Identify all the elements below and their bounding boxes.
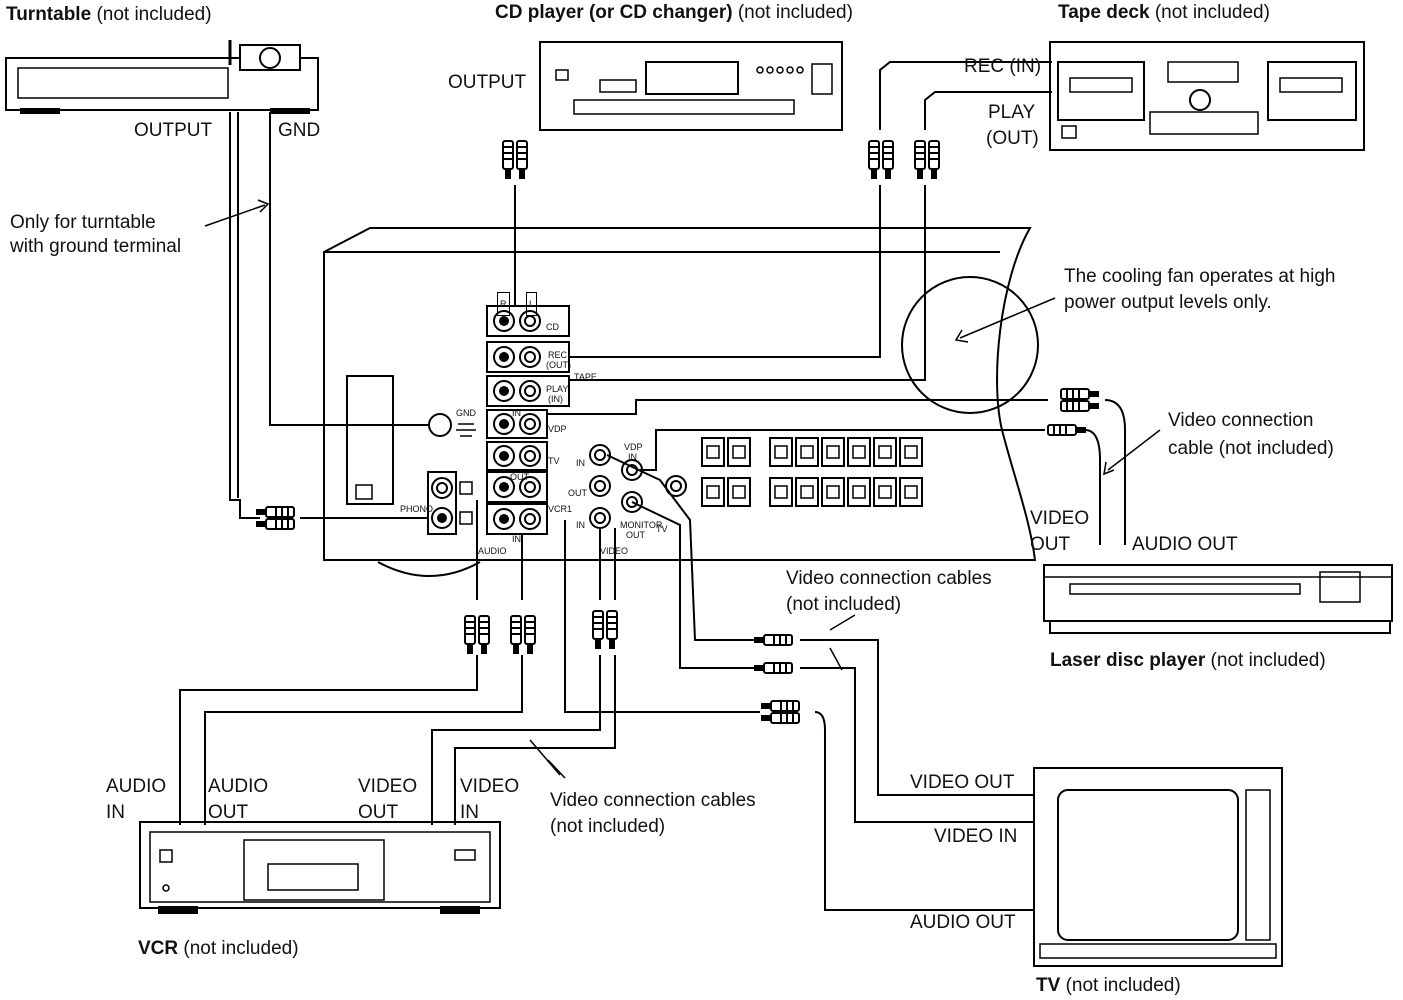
panel-tv2-label: TV: [656, 524, 668, 534]
vcr-video-out-label-2: OUT: [358, 802, 399, 823]
turntable-name: Turntable: [6, 4, 92, 25]
turntable-output-label: OUTPUT: [134, 120, 213, 141]
panel-video-out-label: OUT: [568, 488, 587, 498]
vcr-audio-in-label-2: IN: [106, 802, 125, 823]
fan-note-line2: power output levels only.: [1064, 292, 1272, 313]
vcr-audio-out-label-1: AUDIO: [208, 776, 269, 797]
panel-video-in2-label: IN: [576, 520, 585, 530]
panel-cd-label: CD: [546, 322, 559, 332]
panel-in-label: IN: [512, 408, 521, 418]
tape-play-label: PLAY: [988, 102, 1036, 123]
panel-monitor-label-2: OUT: [626, 530, 645, 540]
panel-vdp-in-label-1: VDP: [624, 442, 643, 452]
cd-player-name: CD player (or CD changer): [495, 2, 733, 23]
cd-player-device: [539, 41, 843, 131]
laser-disc-device: [1043, 564, 1393, 634]
panel-vdp-in-label-2: IN: [628, 452, 637, 462]
vcr-cables-note-line2: (not included): [550, 816, 666, 837]
tv-name: TV: [1036, 975, 1061, 996]
panel-rec-label: REC: [548, 350, 568, 360]
laser-disc-title: Laser disc player (not included): [1050, 650, 1326, 672]
ground-note-line2: with ground terminal: [10, 236, 182, 257]
vcr-cables-note-line1: Video connection cables: [550, 790, 756, 811]
fan-note-line1: The cooling fan operates at high: [1064, 266, 1336, 287]
vcr-title: VCR (not included): [138, 938, 299, 960]
tape-deck-device: [1049, 41, 1365, 151]
ground-note-line1: Only for turntable: [10, 212, 156, 233]
turntable-gnd-label: GND: [278, 120, 321, 141]
panel-gnd-label: GND: [456, 408, 476, 418]
panel-monitor-label-1: MONITOR: [620, 520, 663, 530]
tape-rec-in-label: REC (IN): [964, 56, 1042, 77]
tape-deck-note: (not included): [1154, 2, 1270, 23]
cd-player-title: CD player (or CD changer) (not included): [495, 2, 853, 24]
laser-disc-name: Laser disc player: [1050, 650, 1206, 671]
turntable-note: (not included): [96, 4, 212, 25]
tv-video-in-label: VIDEO IN: [934, 826, 1018, 847]
ld-video-label: VIDEO: [1030, 508, 1090, 529]
tv-note: (not included): [1065, 975, 1181, 996]
tv-title: TV (not included): [1036, 975, 1181, 997]
panel-video-in-label: IN: [576, 458, 585, 468]
tv-cables-note-line1: Video connection cables: [786, 568, 992, 589]
vcr-name: VCR: [138, 938, 179, 959]
ld-audio-out-label: AUDIO OUT: [1132, 534, 1238, 555]
receiver-unit: [323, 227, 1039, 577]
vcr-video-in-label-1: VIDEO: [460, 776, 520, 797]
panel-rec-out-label: (OUT): [546, 360, 571, 370]
ld-cable-note-line2: cable (not included): [1168, 438, 1334, 459]
pointer-lines: [204, 199, 1161, 779]
panel-video-label: VIDEO: [600, 546, 629, 556]
vcr-device: [139, 821, 501, 914]
tv-audio-out-label: AUDIO OUT: [910, 912, 1016, 933]
laser-disc-note: (not included): [1210, 650, 1326, 671]
panel-audio-label: AUDIO: [478, 546, 507, 556]
panel-l-label: L: [526, 292, 538, 316]
panel-phono-label: PHONO: [400, 504, 434, 514]
tape-out-label: (OUT): [986, 128, 1039, 149]
panel-play-in-label: (IN): [548, 394, 563, 404]
cables: [179, 61, 1126, 911]
panel-tv-label: TV: [548, 456, 560, 466]
tape-deck-title: Tape deck (not included): [1058, 2, 1270, 24]
ld-out-label: OUT: [1030, 534, 1071, 555]
panel-out-label: OUT: [510, 472, 529, 482]
panel-tape-label: TAPE: [574, 372, 597, 382]
vcr-video-out-label-1: VIDEO: [358, 776, 418, 797]
tv-video-out-label: VIDEO OUT: [910, 772, 1015, 793]
vcr-audio-out-label-2: OUT: [208, 802, 249, 823]
panel-in2-label: IN: [512, 534, 521, 544]
tv-device: [1033, 767, 1283, 967]
panel-r-label: R: [497, 292, 510, 316]
cd-output-label: OUTPUT: [448, 72, 527, 93]
panel-vdp-label: VDP: [548, 424, 567, 434]
panel-play-label: PLAY: [546, 384, 569, 394]
tv-cables-note-line2: (not included): [786, 594, 902, 615]
cd-player-note: (not included): [737, 2, 853, 23]
vcr-video-in-label-2: IN: [460, 802, 479, 823]
turntable-device: [5, 40, 319, 114]
ld-cable-note-line1: Video connection: [1168, 410, 1314, 431]
vcr-audio-in-label-1: AUDIO: [106, 776, 167, 797]
tape-deck-name: Tape deck: [1058, 2, 1150, 23]
vcr-note: (not included): [183, 938, 299, 959]
turntable-title: Turntable (not included): [6, 4, 212, 26]
panel-vcr1-label: VCR1: [548, 504, 573, 514]
